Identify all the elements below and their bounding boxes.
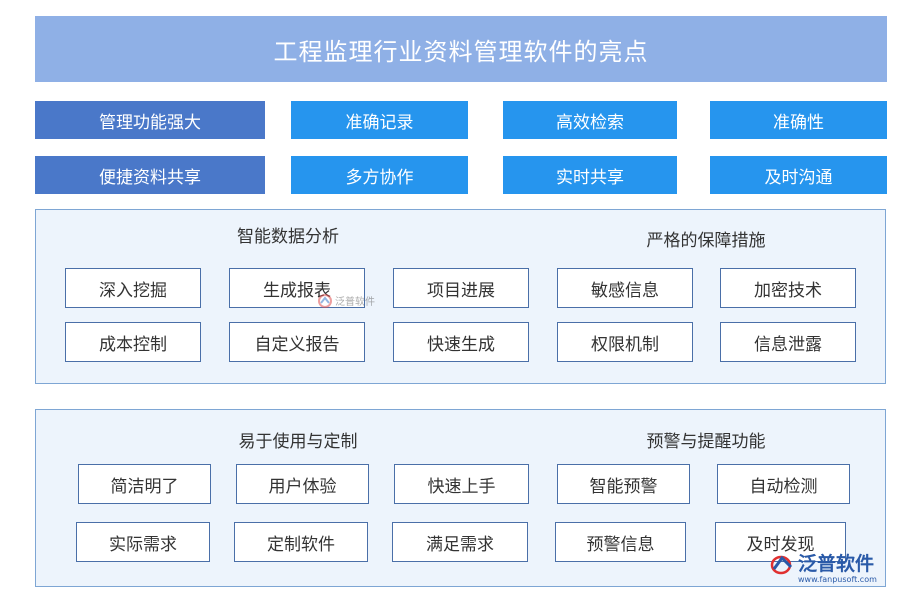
highlight-button-3: 高效检索 [503,101,677,139]
item-custom-software: 定制软件 [234,522,368,562]
highlight-button-5: 便捷资料共享 [35,156,265,194]
item-encryption: 加密技术 [720,268,856,308]
page-title: 工程监理行业资料管理软件的亮点 [35,16,887,82]
item-fast-generate: 快速生成 [393,322,529,362]
watermark: 泛普软件 [318,293,375,308]
item-auto-detect: 自动检测 [717,464,850,504]
item-generate-report: 生成报表 [229,268,365,308]
item-timely-discovery: 及时发现 [715,522,846,562]
logo-url: www.fanpusoft.com [798,575,877,584]
item-info-leak: 信息泄露 [720,322,856,362]
logo-text: 泛普软件 [798,553,875,575]
item-quick-start: 快速上手 [394,464,529,504]
section-title-security: 严格的保障措施 [646,231,766,251]
section-title-alerts: 预警与提醒功能 [646,432,766,452]
highlight-button-1: 管理功能强大 [35,101,265,139]
item-actual-needs: 实际需求 [76,522,210,562]
item-smart-alert: 智能预警 [557,464,690,504]
fanpu-logo-icon [318,293,332,308]
item-concise: 简洁明了 [78,464,211,504]
highlight-button-4: 准确性 [710,101,887,139]
item-project-progress: 项目进展 [393,268,529,308]
item-cost-control: 成本控制 [65,322,201,362]
item-custom-report: 自定义报告 [229,322,365,362]
item-user-experience: 用户体验 [236,464,369,504]
highlight-button-2: 准确记录 [291,101,468,139]
highlight-button-8: 及时沟通 [710,156,887,194]
item-alert-info: 预警信息 [555,522,686,562]
fanpu-logo-icon [770,555,793,575]
highlight-button-6: 多方协作 [291,156,468,194]
item-permission: 权限机制 [557,322,693,362]
section-title-usability: 易于使用与定制 [238,432,358,452]
highlight-button-7: 实时共享 [503,156,677,194]
section-title-smart-analysis: 智能数据分析 [237,227,339,247]
brand-logo: 泛普软件 www.fanpusoft.com [770,553,877,584]
item-meet-needs: 满足需求 [392,522,528,562]
item-sensitive-info: 敏感信息 [557,268,693,308]
watermark-text: 泛普软件 [335,297,375,308]
item-deep-mining: 深入挖掘 [65,268,201,308]
